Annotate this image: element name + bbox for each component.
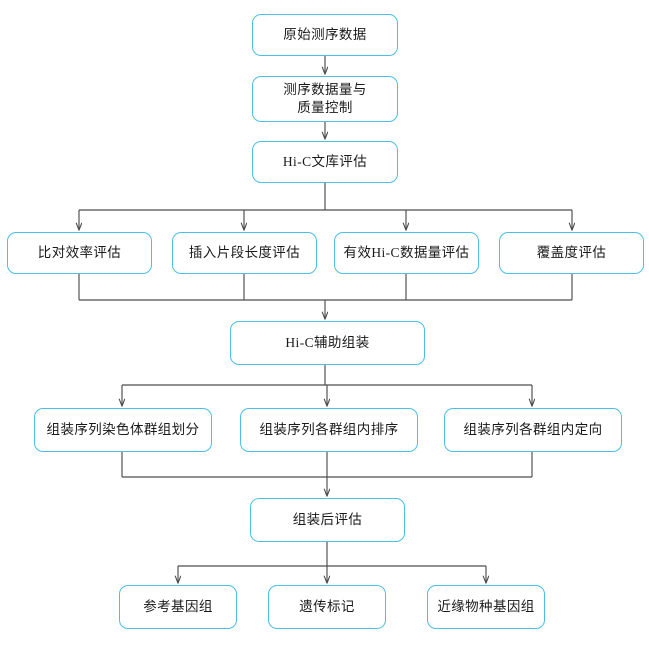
node-related-species-genome[interactable]: 近缘物种基因组	[427, 585, 545, 629]
node-label: 参考基因组	[143, 598, 213, 614]
node-label: 组装序列各群组内排序	[259, 421, 399, 437]
node-hic-assisted-assembly[interactable]: Hi-C辅助组装	[230, 321, 425, 365]
node-within-group-orientation[interactable]: 组装序列各群组内定向	[444, 408, 622, 452]
node-raw-sequencing-data[interactable]: 原始测序数据	[252, 14, 398, 56]
node-label: 插入片段长度评估	[188, 244, 301, 260]
node-within-group-ordering[interactable]: 组装序列各群组内排序	[240, 408, 418, 452]
node-label: 遗传标记	[299, 598, 355, 614]
node-label: 比对效率评估	[37, 244, 122, 260]
node-label: 原始测序数据	[283, 26, 367, 42]
node-valid-hic-data-evaluation[interactable]: 有效Hi-C数据量评估	[334, 232, 479, 274]
node-label: Hi-C文库评估	[282, 153, 368, 169]
node-label: 组装序列各群组内定向	[463, 421, 603, 437]
node-label: 测序数据量与 质量控制	[283, 81, 367, 115]
node-label: Hi-C辅助组装	[285, 334, 370, 350]
node-insert-size-evaluation[interactable]: 插入片段长度评估	[172, 232, 317, 274]
node-reference-genome[interactable]: 参考基因组	[119, 585, 237, 629]
node-genetic-marker[interactable]: 遗传标记	[268, 585, 386, 629]
node-label: 组装后评估	[292, 511, 363, 527]
node-label: 近缘物种基因组	[437, 598, 535, 614]
node-coverage-evaluation[interactable]: 覆盖度评估	[499, 232, 644, 274]
node-label: 有效Hi-C数据量评估	[343, 244, 470, 260]
node-label: 组装序列染色体群组划分	[46, 421, 200, 437]
node-hic-library-evaluation[interactable]: Hi-C文库评估	[252, 141, 398, 183]
node-alignment-efficiency-evaluation[interactable]: 比对效率评估	[7, 232, 152, 274]
node-label: 覆盖度评估	[536, 244, 607, 260]
node-chromosome-clustering[interactable]: 组装序列染色体群组划分	[34, 408, 212, 452]
node-sequencing-qc[interactable]: 测序数据量与 质量控制	[252, 76, 398, 122]
node-post-assembly-evaluation[interactable]: 组装后评估	[250, 498, 405, 542]
